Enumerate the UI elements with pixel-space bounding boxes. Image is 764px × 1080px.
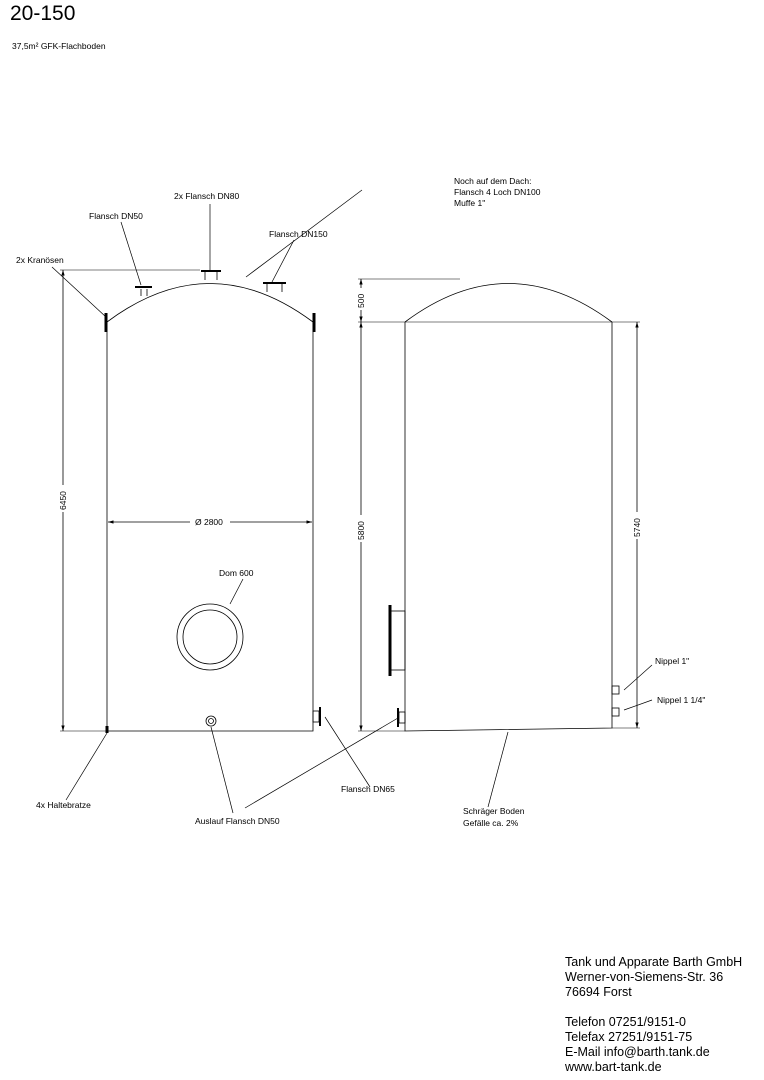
company-street: Werner-von-Siemens-Str. 36 <box>565 970 724 984</box>
manhole-inner <box>182 609 238 665</box>
nipple-1-25 <box>611 707 620 717</box>
drawing-number: 20-150 <box>10 2 76 25</box>
roof-flange-dn80 <box>201 270 221 280</box>
side-shell <box>404 322 613 732</box>
label-roof-note-2: Flansch 4 Loch DN100 <box>454 187 541 197</box>
front-shell <box>106 322 314 732</box>
label-flange-dn80: 2x Flansch DN80 <box>174 191 239 201</box>
manhole-outer <box>176 603 244 671</box>
company-name: Tank und Apparate Barth GmbH <box>565 955 743 969</box>
label-roof-note-1: Noch auf dem Dach: <box>454 176 531 186</box>
dim-roof-height: 500 <box>356 294 366 308</box>
front-roof-dome <box>106 283 314 323</box>
label-sloped-floor-1: Schräger Boden <box>463 806 525 816</box>
label-flange-dn150: Flansch DN150 <box>269 229 328 239</box>
label-crane-eyes: 2x Kranösen <box>16 255 64 265</box>
company-city: 76694 Forst <box>565 985 632 999</box>
side-view-flange <box>397 708 406 727</box>
label-diameter: Ø 2800 <box>195 517 223 527</box>
label-sloped-floor-2: Gefälle ca. 2% <box>463 818 519 828</box>
label-nipple-1: Nippel 1" <box>655 656 689 666</box>
front-view <box>60 269 321 733</box>
label-roof-note-3: Muffe 1" <box>454 198 485 208</box>
outlet-flange-outer <box>205 715 217 727</box>
company-web: www.bart-tank.de <box>565 1060 662 1074</box>
company-email: E-Mail info@barth.tank.de <box>565 1045 710 1059</box>
roof-flange-dn150 <box>263 282 286 292</box>
company-fax: Telefax 27251/9151-75 <box>565 1030 693 1044</box>
dim-shell-height-right: 5740 <box>632 518 642 537</box>
company-address-block: Tank und Apparate Barth GmbH Werner-von-… <box>565 955 742 1075</box>
label-nipple-1-25: Nippel 1 1/4" <box>657 695 705 705</box>
roof-flange-dn50 <box>135 286 152 296</box>
side-flange-dn65 <box>312 707 321 726</box>
leader-lines <box>51 189 653 814</box>
side-view <box>358 278 640 732</box>
outlet-flange-inner <box>208 718 214 724</box>
company-phone: Telefon 07251/9151-0 <box>565 1015 686 1029</box>
label-manhole: Dom 600 <box>219 568 254 578</box>
manhole-side <box>388 605 406 676</box>
dim-total-height: 6450 <box>58 491 68 510</box>
label-flange-dn50: Flansch DN50 <box>89 211 143 221</box>
label-flange-dn65: Flansch DN65 <box>341 784 395 794</box>
label-outlet: Auslauf Flansch DN50 <box>195 816 280 826</box>
label-holding-brackets: 4x Haltebratze <box>36 800 91 810</box>
side-roof-dome <box>404 283 613 323</box>
dim-shell-height: 5800 <box>356 521 366 540</box>
drawing-subtitle: 37,5m² GFK-Flachboden <box>12 41 106 51</box>
nipple-1 <box>611 685 620 695</box>
